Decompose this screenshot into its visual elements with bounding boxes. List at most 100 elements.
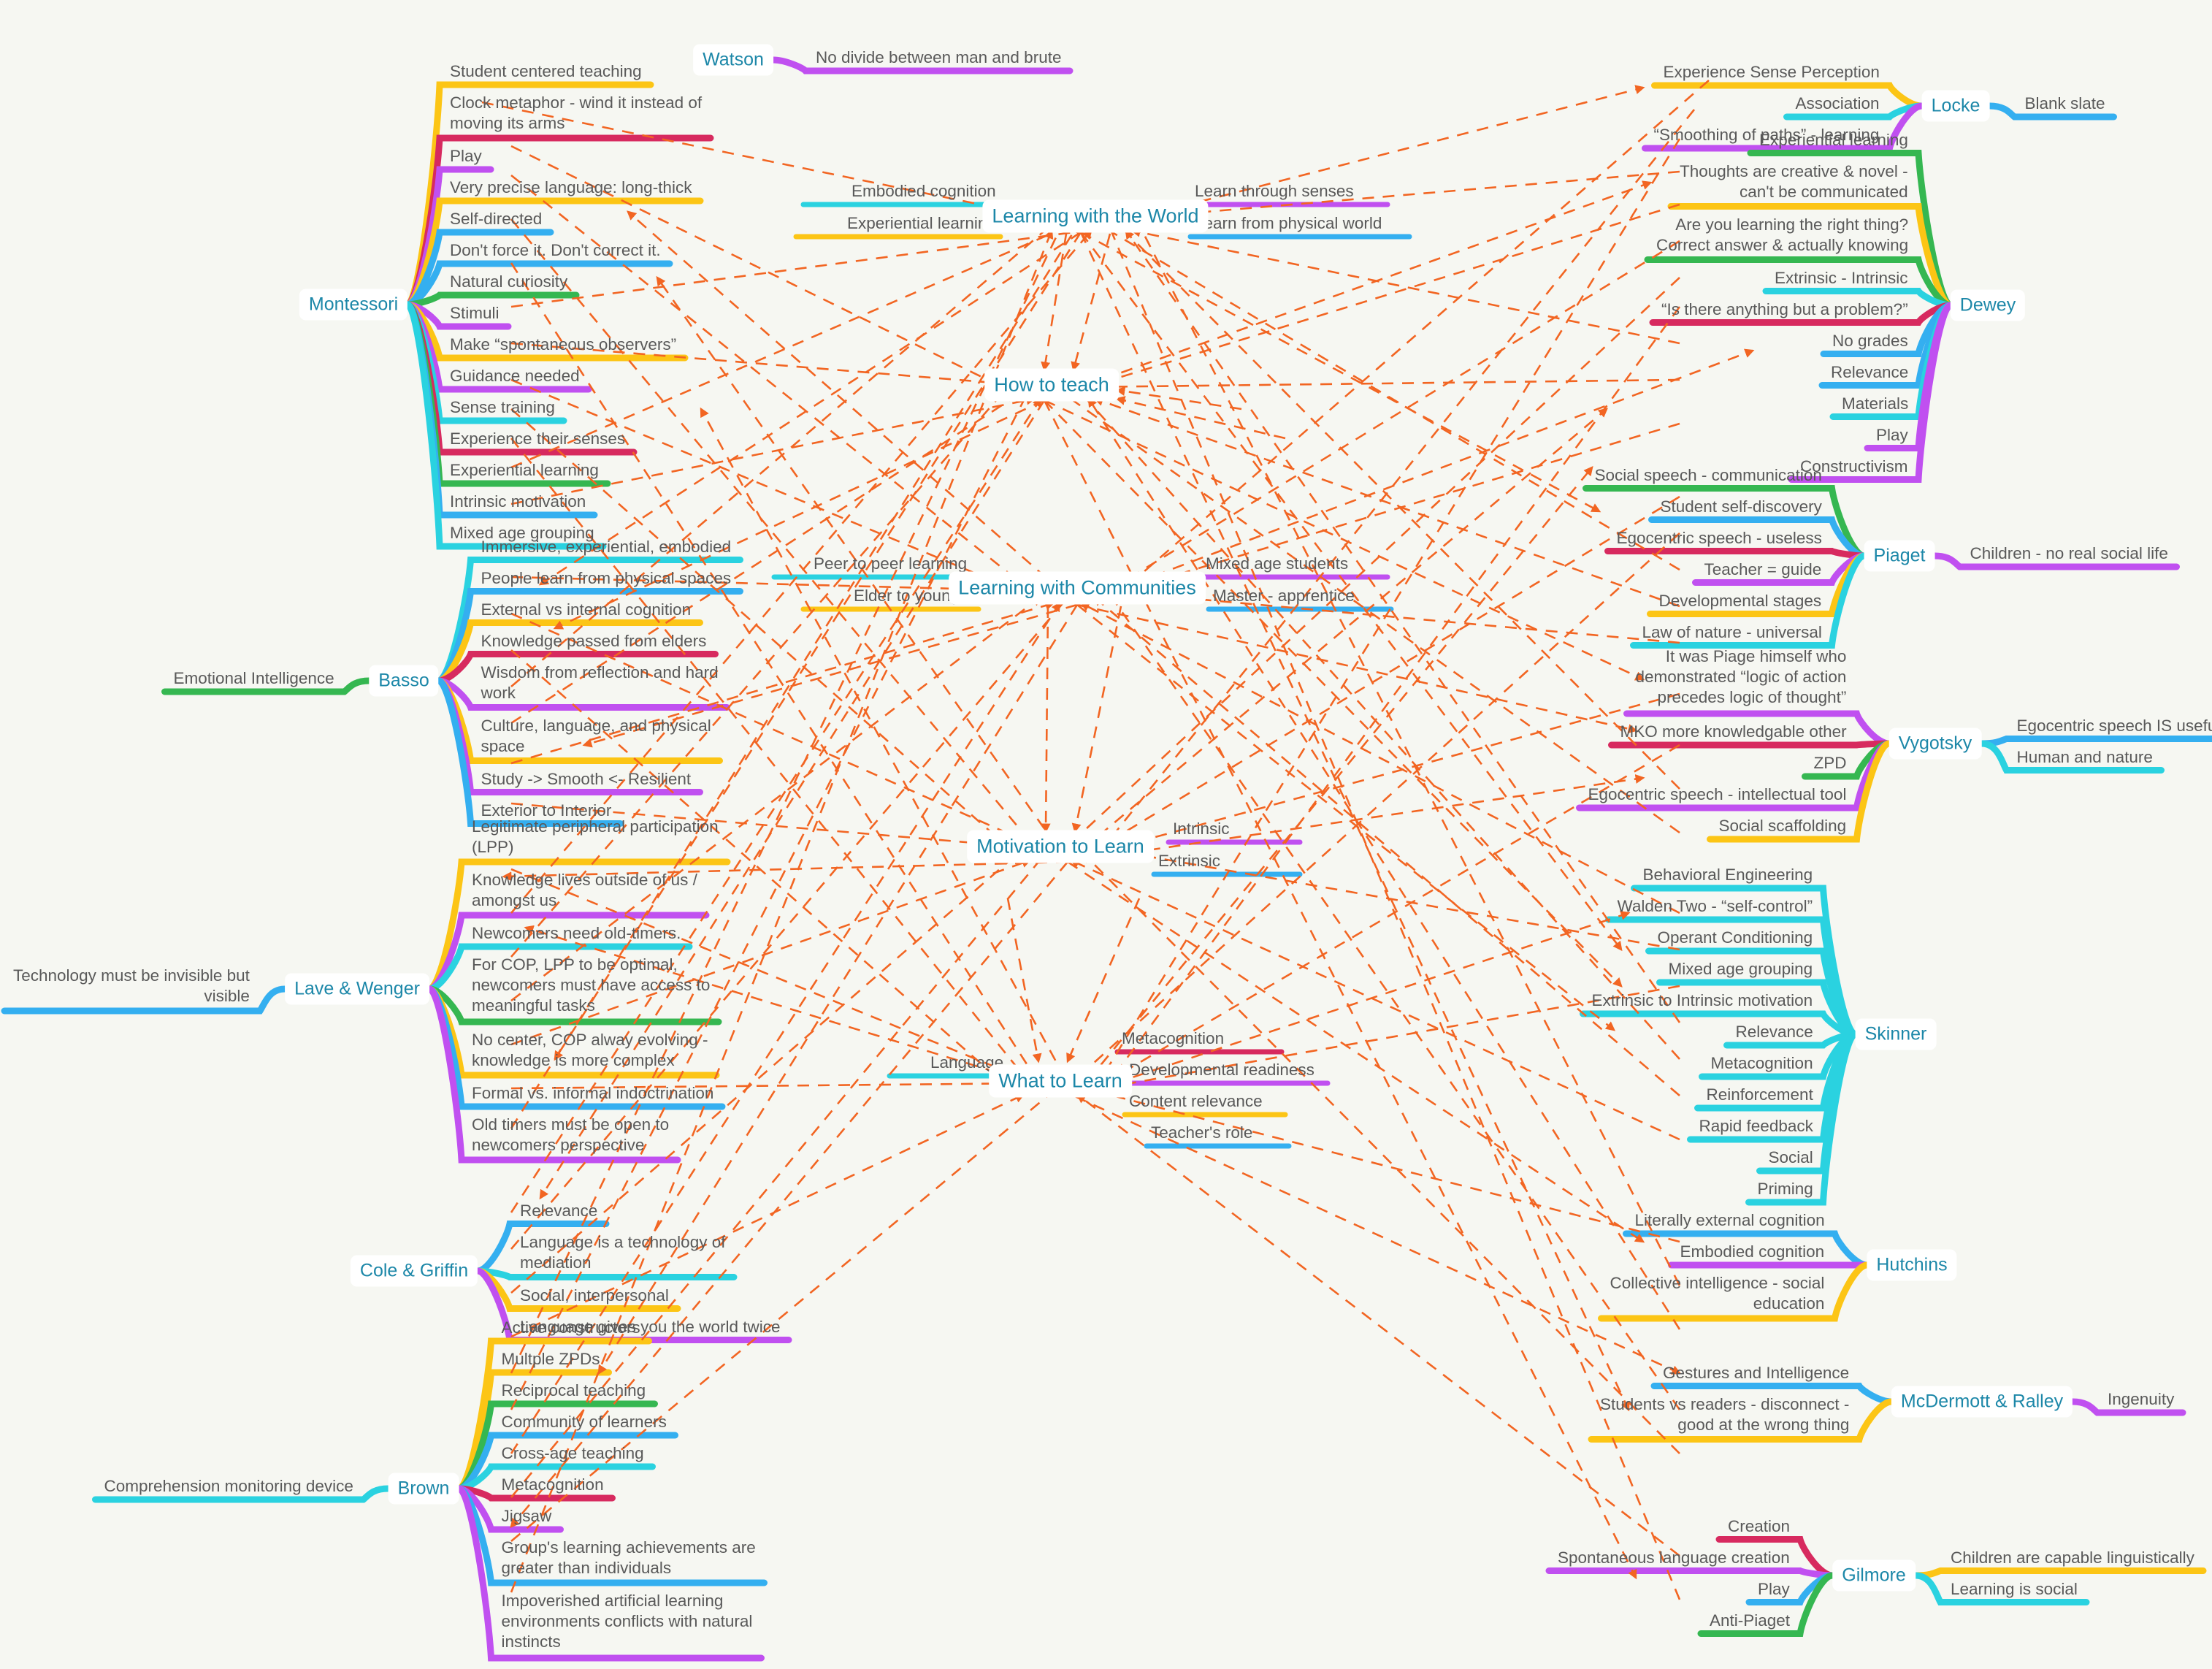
leaf-what-to-learn-developmental-readiness[interactable]: Developmental readiness: [1129, 1061, 1314, 1079]
leaf-brown-group-s-learning-achievements-are-greater-[interactable]: Group's learning achievements are greate…: [501, 1538, 756, 1578]
leaf-lave-wenger-newcomers-need-old-timers[interactable]: Newcomers need old-timers.: [472, 924, 681, 942]
leaf-montessori-experience-their-senses[interactable]: Experience their senses: [450, 429, 626, 448]
leaf-basso-emotional-intelligence[interactable]: Emotional Intelligence: [173, 669, 334, 687]
leaf-mcdermott-ralley-gestures-and-intelligence[interactable]: Gestures and Intelligence: [1663, 1363, 1850, 1382]
leaf-locke-association[interactable]: Association: [1795, 94, 1880, 112]
node-piaget[interactable]: Piaget: [1864, 540, 1935, 572]
leaf-lave-wenger-for-cop-lpp-to-be-optimal-newcomers-must-h[interactable]: For COP, LPP to be optimal, newcomers mu…: [472, 955, 711, 1015]
node-skinner[interactable]: Skinner: [1855, 1018, 1937, 1050]
node-locke[interactable]: Locke: [1921, 90, 1990, 122]
leaf-learning-with-the-world-experiential-learning[interactable]: Experiential learning: [847, 214, 996, 232]
leaf-hutchins-literally-external-cognition[interactable]: Literally external cognition: [1634, 1211, 1825, 1229]
leaf-motivation-to-learn-extrinsic[interactable]: Extrinsic: [1158, 852, 1221, 870]
leaf-montessori-clock-metaphor-wind-it-instead-of-moving-i[interactable]: Clock metaphor - wind it instead of movi…: [450, 93, 703, 133]
leaf-skinner-mixed-age-grouping[interactable]: Mixed age grouping: [1668, 960, 1813, 978]
leaf-vygotsky-mko-more-knowledgable-other[interactable]: MKO more knowledgable other: [1620, 722, 1847, 741]
node-brown[interactable]: Brown: [388, 1473, 459, 1505]
leaf-dewey-is-there-anything-but-a-problem[interactable]: “Is there anything but a problem?”: [1661, 299, 1908, 318]
leaf-locke-blank-slate[interactable]: Blank slate: [2024, 94, 2105, 112]
leaf-dewey-relevance[interactable]: Relevance: [1831, 362, 1909, 381]
node-cole-griffin[interactable]: Cole & Griffin: [350, 1255, 478, 1287]
leaf-basso-people-learn-from-physical-spaces[interactable]: People learn from physical spaces: [481, 568, 732, 587]
leaf-motivation-to-learn-intrinsic[interactable]: Intrinsic: [1173, 820, 1230, 838]
leaf-skinner-reinforcement[interactable]: Reinforcement: [1706, 1085, 1813, 1104]
node-gilmore[interactable]: Gilmore: [1832, 1559, 1916, 1592]
node-lave-wenger[interactable]: Lave & Wenger: [285, 973, 429, 1005]
node-watson[interactable]: Watson: [693, 44, 773, 76]
leaf-gilmore-learning-is-social[interactable]: Learning is social: [1951, 1579, 2078, 1598]
leaf-skinner-social[interactable]: Social: [1768, 1148, 1813, 1166]
leaf-lave-wenger-knowledge-lives-outside-of-us-amongst-us[interactable]: Knowledge lives outside of us / amongst …: [472, 871, 697, 910]
node-montessori[interactable]: Montessori: [299, 289, 408, 321]
leaf-montessori-experiential-learning[interactable]: Experiential learning: [450, 461, 599, 479]
leaf-brown-jigsaw[interactable]: Jigsaw: [501, 1507, 552, 1525]
leaf-learning-with-the-world-embodied-cognition[interactable]: Embodied cognition: [851, 182, 996, 200]
leaf-hutchins-collective-intelligence-social-education[interactable]: Collective intelligence - social educati…: [1610, 1274, 1825, 1313]
leaf-what-to-learn-metacognition[interactable]: Metacognition: [1122, 1029, 1225, 1047]
leaf-brown-multple-zpds[interactable]: Multple ZPDs: [501, 1350, 600, 1368]
leaf-piaget-egocentric-speech-useless[interactable]: Egocentric speech - useless: [1616, 528, 1822, 547]
leaf-dewey-play[interactable]: Play: [1876, 425, 1908, 444]
leaf-skinner-metacognition[interactable]: Metacognition: [1710, 1054, 1813, 1072]
leaf-montessori-sense-training[interactable]: Sense training: [450, 398, 555, 416]
leaf-montessori-student-centered-teaching[interactable]: Student centered teaching: [450, 62, 642, 80]
leaf-basso-immersive-experiential-embodied[interactable]: Immersive, experiential, embodied: [481, 537, 732, 556]
leaf-skinner-priming[interactable]: Priming: [1757, 1180, 1813, 1198]
leaf-dewey-experiential-learning[interactable]: Experiential learning: [1759, 130, 1908, 149]
leaf-brown-reciprocal-teaching[interactable]: Reciprocal teaching: [501, 1381, 646, 1399]
leaf-montessori-make-spontaneous-observers[interactable]: Make “spontaneous observers”: [450, 335, 677, 354]
node-how-to-teach[interactable]: How to teach: [984, 368, 1119, 402]
leaf-watson-no-divide-between-man-and-brute[interactable]: No divide between man and brute: [816, 48, 1062, 66]
leaf-gilmore-creation[interactable]: Creation: [1728, 1516, 1791, 1535]
leaf-gilmore-play[interactable]: Play: [1758, 1579, 1790, 1598]
leaf-learning-with-communities-master-apprentice[interactable]: Master - apprentice: [1213, 587, 1355, 605]
leaf-gilmore-spontaneous-language-creation[interactable]: Spontaneous language creation: [1558, 1548, 1790, 1567]
leaf-cole-griffin-relevance[interactable]: Relevance: [520, 1201, 598, 1220]
leaf-brown-active-constructors[interactable]: Active constructors: [501, 1318, 640, 1337]
leaf-vygotsky-zpd[interactable]: ZPD: [1813, 754, 1847, 772]
leaf-hutchins-embodied-cognition[interactable]: Embodied cognition: [1680, 1242, 1825, 1261]
leaf-vygotsky-social-scaffolding[interactable]: Social scaffolding: [1718, 817, 1847, 835]
leaf-learning-with-the-world-learn-from-physical-world[interactable]: Learn from physical world: [1195, 214, 1382, 232]
leaf-vygotsky-human-and-nature[interactable]: Human and nature: [2016, 747, 2153, 766]
leaf-skinner-operant-conditioning[interactable]: Operant Conditioning: [1657, 928, 1813, 947]
leaf-skinner-relevance[interactable]: Relevance: [1735, 1023, 1813, 1041]
leaf-lave-wenger-old-timers-must-be-open-to-newcomers-persp[interactable]: Old timers must be open to newcomers per…: [472, 1115, 670, 1155]
leaf-montessori-intrinsic-motivation[interactable]: Intrinsic motivation: [450, 492, 586, 511]
leaf-skinner-rapid-feedback[interactable]: Rapid feedback: [1699, 1117, 1813, 1135]
leaf-cole-griffin-social-interpersonal[interactable]: Social, interpersonal: [520, 1286, 669, 1305]
leaf-lave-wenger-formal-vs-informal-indoctrination[interactable]: Formal vs. informal indoctrination: [472, 1084, 714, 1102]
leaf-montessori-play[interactable]: Play: [450, 147, 482, 165]
node-hutchins[interactable]: Hutchins: [1867, 1249, 1957, 1281]
leaf-basso-knowledge-passed-from-elders[interactable]: Knowledge passed from elders: [481, 631, 707, 650]
leaf-brown-comprehension-monitoring-device[interactable]: Comprehension monitoring device: [104, 1477, 353, 1495]
leaf-lave-wenger-technology-must-be-invisible-but-visible[interactable]: Technology must be invisible but visible: [13, 966, 250, 1006]
leaf-montessori-very-precise-language-long-thick[interactable]: Very precise language: long-thick: [450, 178, 692, 196]
leaf-dewey-materials[interactable]: Materials: [1842, 394, 1909, 413]
leaf-what-to-learn-teacher-s-role[interactable]: Teacher's role: [1151, 1123, 1253, 1142]
leaf-piaget-law-of-nature-universal[interactable]: Law of nature - universal: [1642, 622, 1822, 641]
leaf-lave-wenger-legitimate-peripheral-participation-lpp[interactable]: Legitimate peripheral participation (LPP…: [472, 817, 719, 857]
node-dewey[interactable]: Dewey: [1950, 289, 2026, 321]
leaf-brown-metacognition[interactable]: Metacognition: [501, 1475, 604, 1494]
leaf-vygotsky-egocentric-speech-intellectual-tool[interactable]: Egocentric speech - intellectual tool: [1588, 785, 1847, 803]
leaf-locke-experience-sense-perception[interactable]: Experience Sense Perception: [1663, 63, 1880, 81]
leaf-brown-community-of-learners[interactable]: Community of learners: [501, 1413, 667, 1431]
leaf-learning-with-communities-peer-to-peer-learning[interactable]: Peer to peer learning: [814, 554, 968, 573]
leaf-skinner-behavioral-engineering[interactable]: Behavioral Engineering: [1642, 866, 1813, 884]
leaf-piaget-children-no-real-social-life[interactable]: Children - no real social life: [1970, 544, 2168, 562]
leaf-learning-with-the-world-learn-through-senses[interactable]: Learn through senses: [1195, 182, 1354, 200]
node-basso[interactable]: Basso: [369, 665, 439, 697]
leaf-brown-impoverished-artificial-learning-environme[interactable]: Impoverished artificial learning environ…: [501, 1592, 753, 1651]
node-vygotsky[interactable]: Vygotsky: [1888, 727, 1982, 760]
node-learning-with-the-world[interactable]: Learning with the World: [982, 199, 1209, 233]
node-learning-with-communities[interactable]: Learning with Communities: [949, 571, 1206, 605]
leaf-piaget-social-speech-communication[interactable]: Social speech - communication: [1594, 465, 1822, 484]
leaf-dewey-extrinsic-intrinsic[interactable]: Extrinsic - Intrinsic: [1775, 268, 1908, 287]
leaf-vygotsky-it-was-piage-himself-who-demonstrated-logi[interactable]: It was Piage himself who demonstrated “l…: [1635, 647, 1847, 707]
leaf-cole-griffin-language-is-a-technology-of-mediation[interactable]: Language is a technology of mediation: [520, 1232, 726, 1272]
leaf-basso-culture-language-and-physical-space[interactable]: Culture, language, and physical space: [481, 716, 711, 755]
node-motivation-to-learn[interactable]: Motivation to Learn: [967, 830, 1154, 863]
leaf-vygotsky-egocentric-speech-is-useful[interactable]: Egocentric speech IS useful: [2016, 716, 2212, 735]
leaf-brown-cross-age-teaching[interactable]: Cross-age teaching: [501, 1444, 644, 1462]
